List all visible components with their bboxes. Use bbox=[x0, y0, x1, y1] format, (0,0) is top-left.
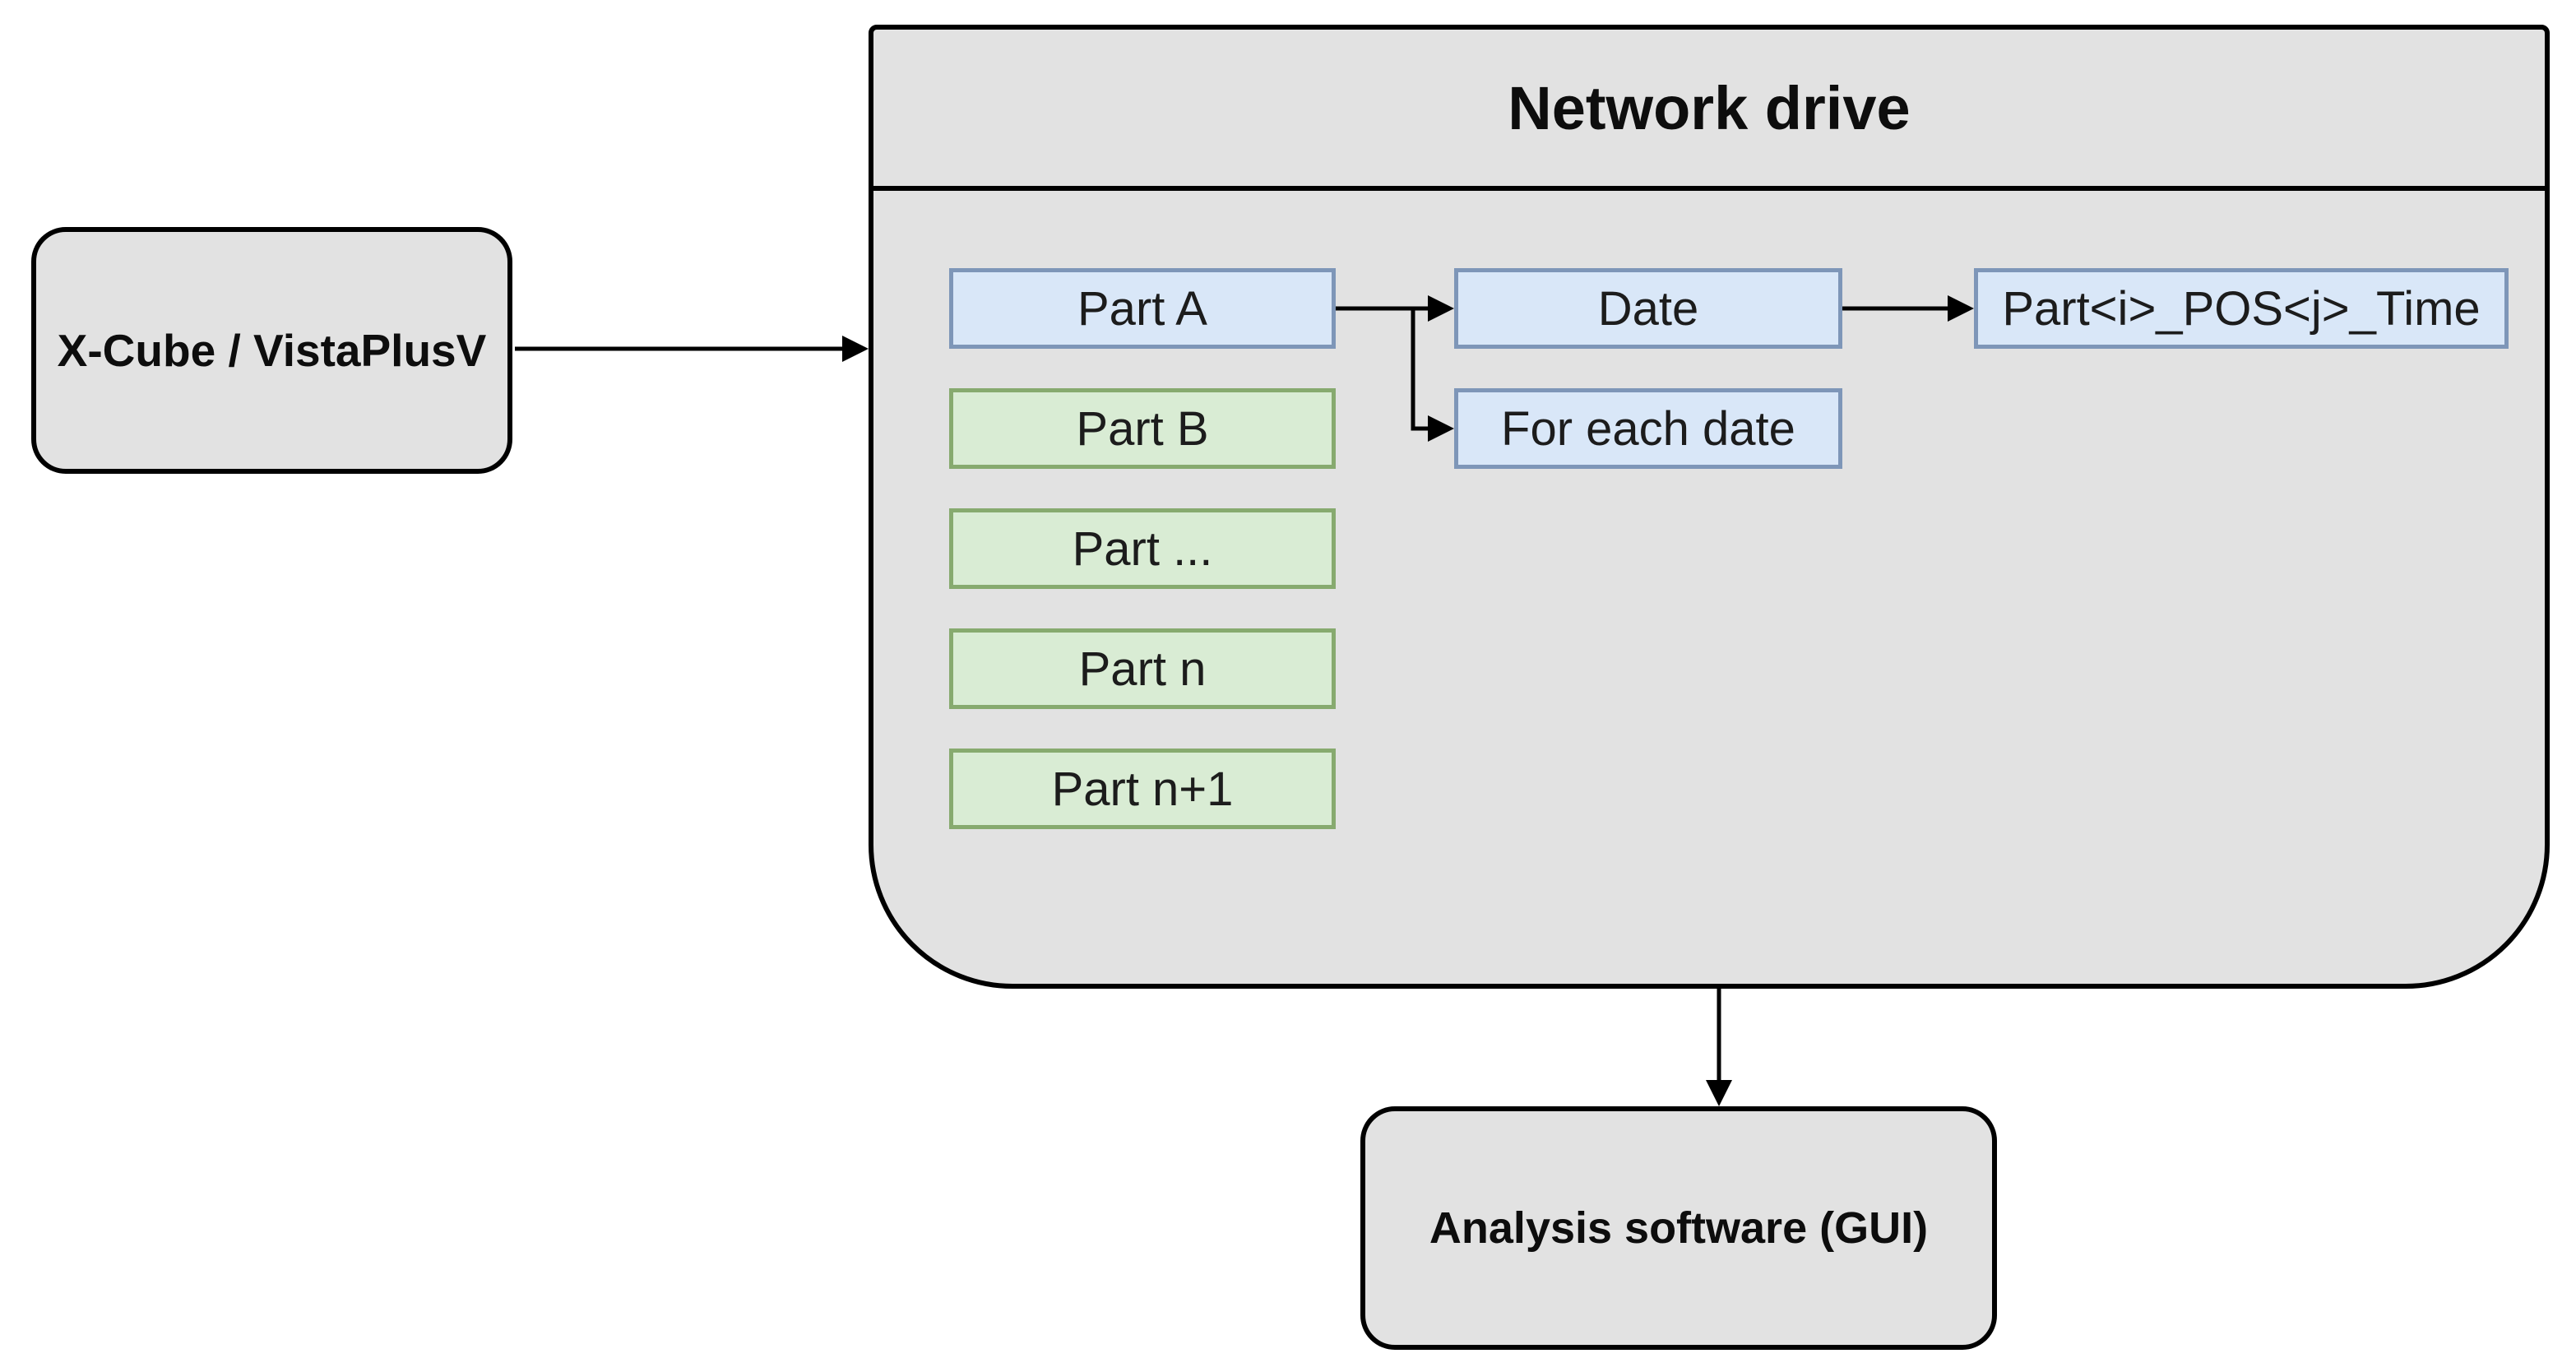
part-n1-box: Part n+1 bbox=[949, 749, 1336, 829]
analysis-software-label: Analysis software (GUI) bbox=[1429, 1203, 1929, 1253]
analysis-software-box: Analysis software (GUI) bbox=[1360, 1106, 1997, 1350]
xcube-vistaplusv-box: X-Cube / VistaPlusV bbox=[31, 227, 512, 474]
part-n-box: Part n bbox=[949, 628, 1336, 709]
network-drive-header: Network drive bbox=[873, 30, 2545, 191]
network-drive-title: Network drive bbox=[1508, 73, 1911, 142]
part-ellipsis-label: Part ... bbox=[1072, 521, 1213, 576]
xcube-vistaplusv-label: X-Cube / VistaPlusV bbox=[57, 325, 487, 376]
file-pattern-label: Part<i>_POS<j>_Time bbox=[2002, 281, 2481, 336]
date-label: Date bbox=[1597, 281, 1699, 336]
part-b-label: Part B bbox=[1076, 401, 1209, 456]
part-n-label: Part n bbox=[1078, 642, 1207, 696]
date-box: Date bbox=[1454, 268, 1842, 349]
part-a-box: Part A bbox=[949, 268, 1336, 349]
file-pattern-box: Part<i>_POS<j>_Time bbox=[1974, 268, 2509, 349]
part-b-box: Part B bbox=[949, 388, 1336, 469]
network-drive-container: Network drive bbox=[869, 25, 2550, 989]
arrow-xcube-to-network-drive bbox=[515, 336, 869, 362]
arrow-network-to-analysis bbox=[1706, 989, 1732, 1106]
for-each-date-box: For each date bbox=[1454, 388, 1842, 469]
part-a-label: Part A bbox=[1077, 281, 1207, 336]
for-each-date-label: For each date bbox=[1501, 401, 1795, 456]
part-n1-label: Part n+1 bbox=[1051, 762, 1234, 816]
part-ellipsis-box: Part ... bbox=[949, 508, 1336, 589]
